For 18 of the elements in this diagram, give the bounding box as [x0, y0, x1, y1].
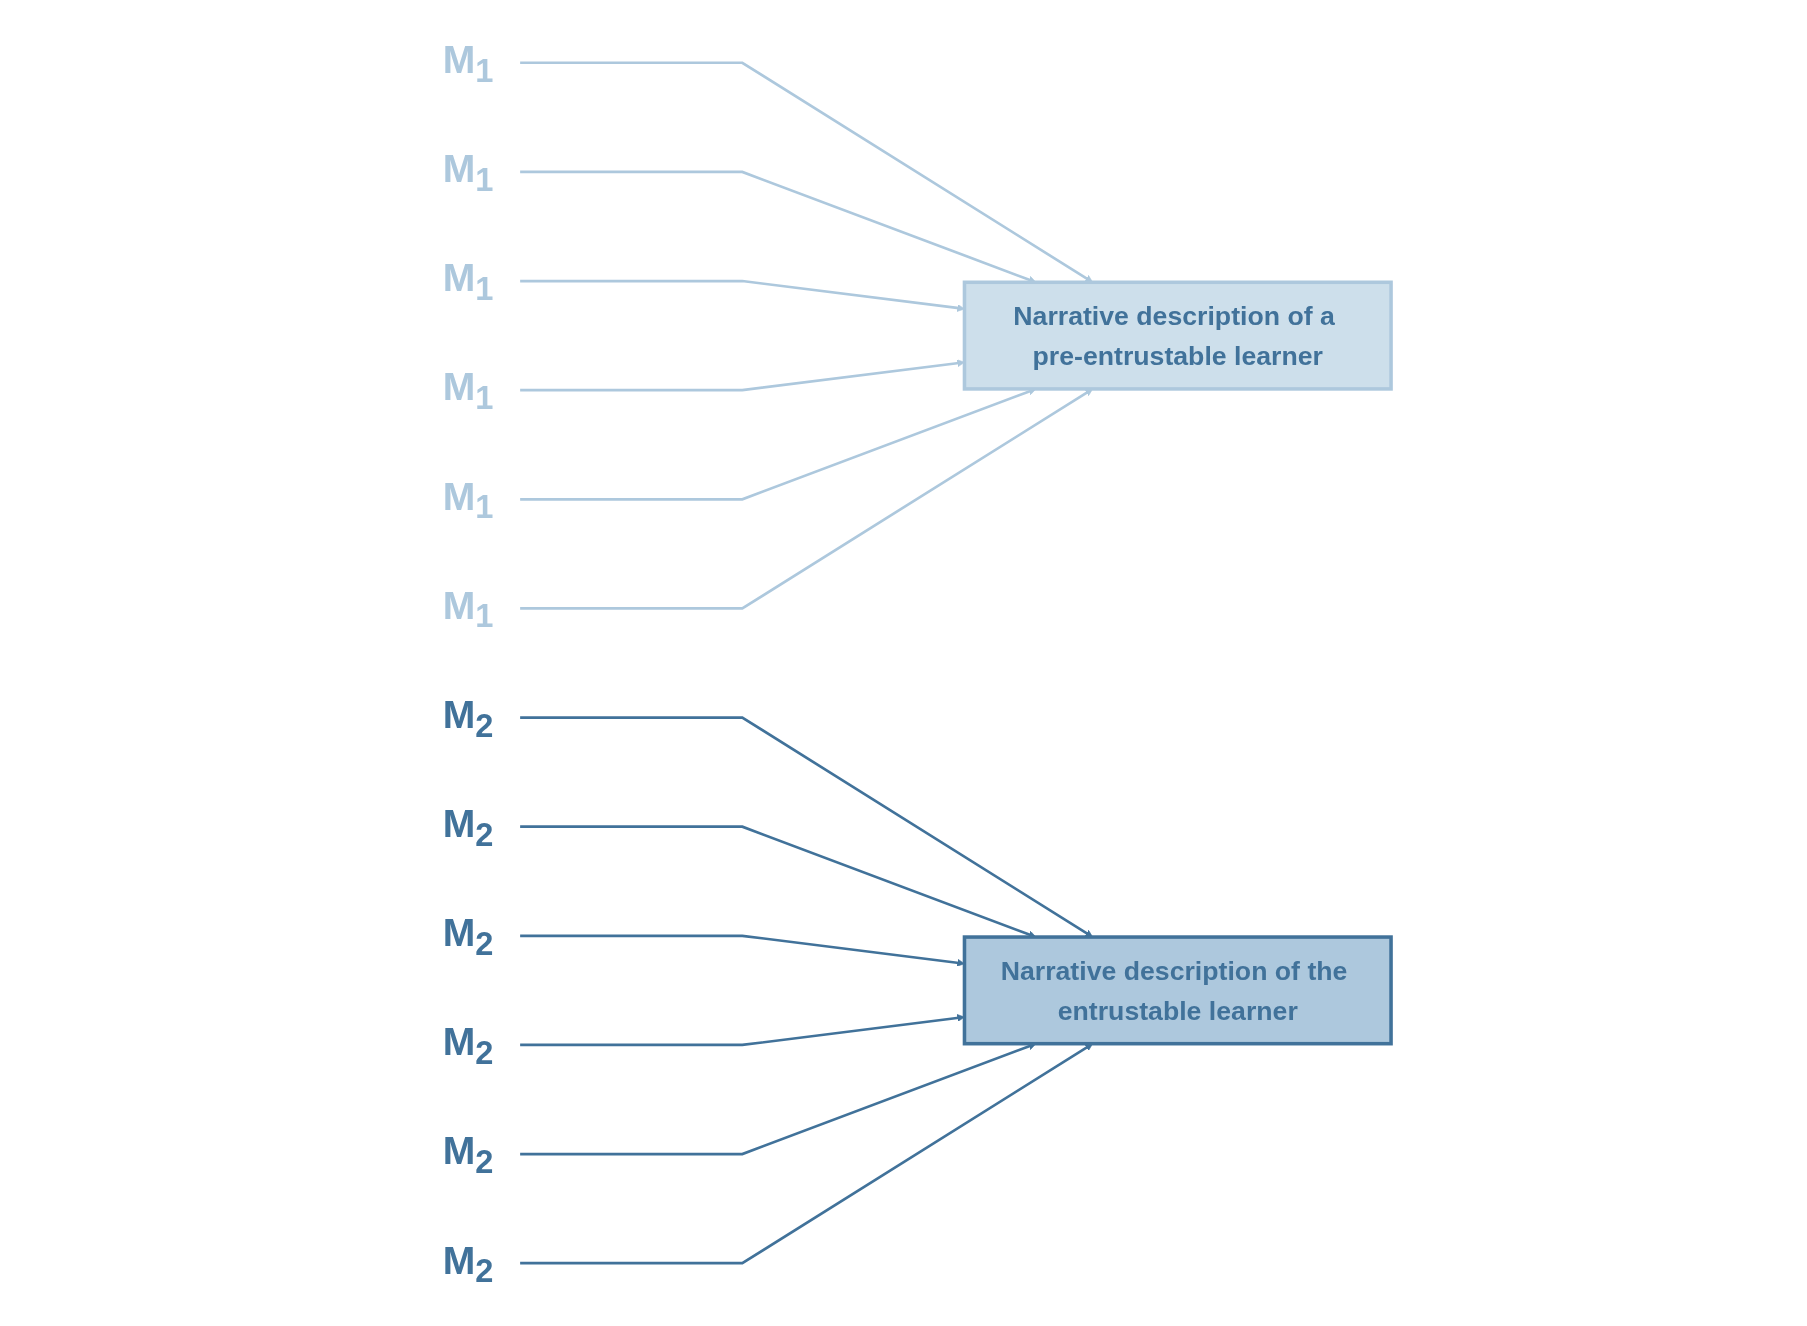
arrow	[520, 61, 1093, 283]
arrow	[520, 1043, 1093, 1265]
node-text: M$_{1}$	[442, 364, 494, 417]
arrow	[520, 716, 1093, 938]
node-text: M$_{1}$	[442, 583, 494, 635]
node-text: M$_{2}$	[442, 692, 494, 744]
arrow	[520, 388, 1093, 610]
node-box: Narrative description of a pre-entrustable learner	[962, 280, 1393, 391]
node-text: M$_{1}$	[442, 474, 494, 526]
node-text: M$_{1}$	[442, 37, 494, 89]
node-text: M$_{1}$	[442, 255, 494, 308]
node-text: M$_{2}$	[442, 1019, 494, 1072]
node-text: M$_{1}$	[442, 146, 494, 199]
node-box: Narrative description of the entrustable learner	[962, 935, 1393, 1046]
node-text: M$_{2}$	[442, 910, 494, 962]
node-text: M$_{2}$	[442, 801, 494, 853]
node-text: M$_{2}$	[442, 1128, 494, 1181]
node-text: M$_{2}$	[442, 1237, 494, 1290]
